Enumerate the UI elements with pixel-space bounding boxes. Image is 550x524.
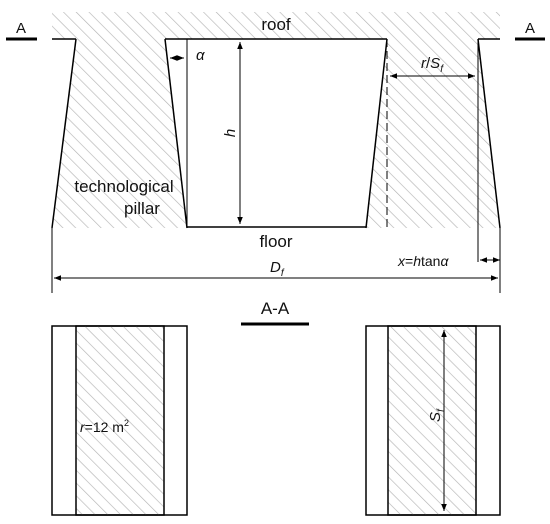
section-title: A-A bbox=[261, 299, 290, 318]
right-outer-wall bbox=[477, 38, 501, 229]
left-outer-wall bbox=[51, 38, 77, 229]
df-label: Df bbox=[270, 259, 285, 279]
room-left-wall bbox=[164, 38, 188, 229]
x-offset-label: x=htanα bbox=[397, 253, 449, 269]
sf-label: Sf bbox=[427, 408, 447, 422]
room-right-wall bbox=[365, 38, 388, 229]
pillar-label-line2: pillar bbox=[124, 199, 160, 218]
roof-label: roof bbox=[261, 15, 291, 34]
left-panel-hatched-room bbox=[75, 325, 165, 516]
excavation-room-void bbox=[165, 39, 387, 228]
height-symbol: h bbox=[222, 129, 239, 137]
right-panel-hatched-room bbox=[387, 325, 477, 516]
right-edge-void bbox=[478, 39, 512, 228]
section-marker-left-label: A bbox=[16, 20, 26, 37]
section-marker-right-label: A bbox=[525, 20, 535, 37]
r-over-sf-label: r/Sf bbox=[421, 55, 444, 75]
alpha-symbol: α bbox=[196, 47, 205, 64]
pillar-label-line1: technological bbox=[74, 177, 173, 196]
area-label: r=12 m2 bbox=[80, 418, 129, 435]
floor-label: floor bbox=[259, 232, 292, 251]
left-edge-void bbox=[40, 39, 76, 228]
